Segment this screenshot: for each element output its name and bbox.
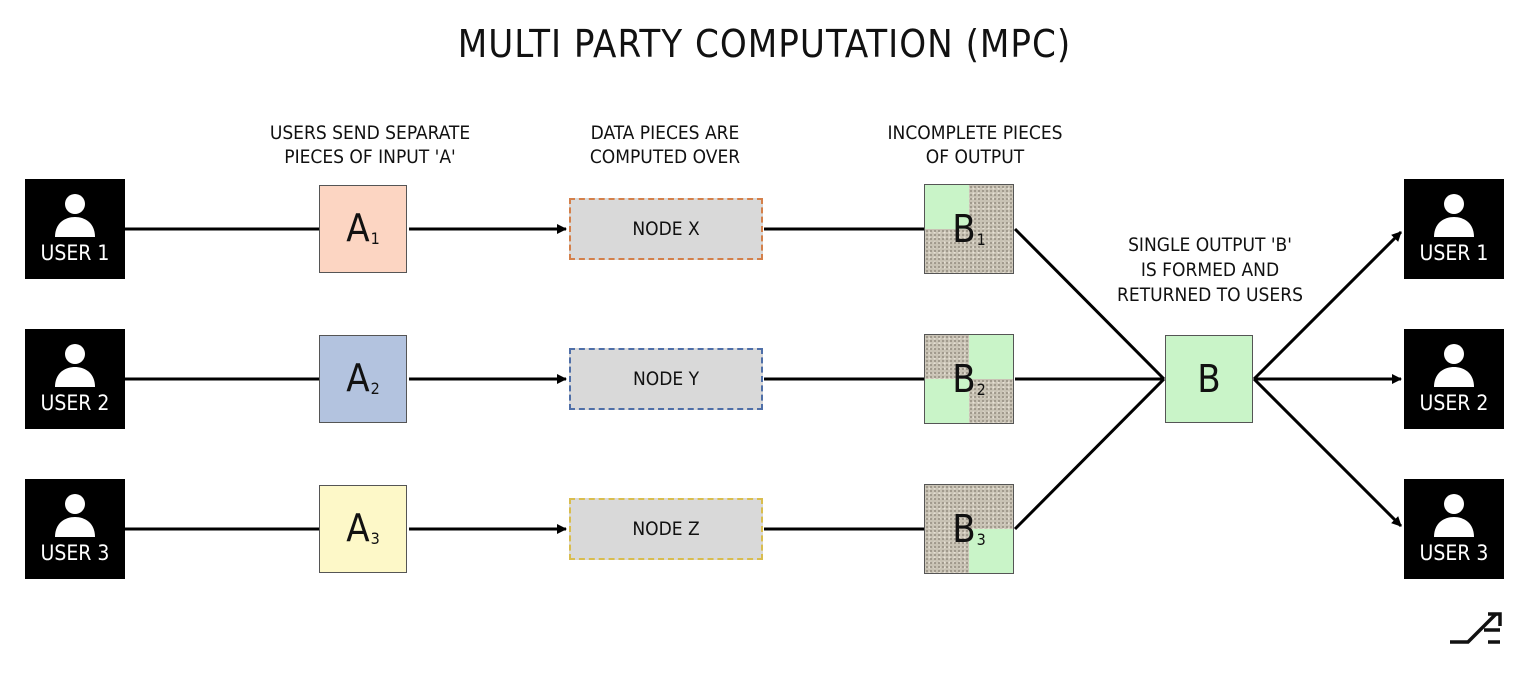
user-icon: [1434, 344, 1474, 387]
input-stage-label: USERS SEND SEPARATE PIECES OF INPUT 'A': [269, 122, 471, 168]
page-title: MULTI PARTY COMPUTATION (MPC): [457, 22, 1072, 66]
sender-user-2: USER 2: [25, 329, 125, 429]
user-icon: [1434, 494, 1474, 537]
user-label: USER 3: [40, 541, 110, 565]
user-icon: [55, 494, 95, 537]
final-output-b: B: [1165, 335, 1253, 423]
partial-output-b2: B2: [924, 334, 1014, 424]
partial-output-b3: B3: [924, 484, 1014, 574]
piece-letter: B: [952, 207, 976, 251]
receiver-user-2: USER 2: [1404, 329, 1504, 429]
user-label: USER 2: [1419, 391, 1489, 415]
input-piece-a2: A2: [319, 335, 407, 423]
piece-index: 3: [370, 529, 380, 548]
arrow-b-user3: [1252, 377, 1403, 528]
piece-index: 2: [370, 379, 380, 398]
piece-index: 1: [370, 229, 380, 248]
piece-index: 3: [976, 530, 986, 549]
partial-output-b1: B1: [924, 184, 1014, 274]
input-piece-a3: A3: [319, 485, 407, 573]
brand-logo-icon: [1450, 612, 1502, 644]
input-piece-a1: A1: [319, 185, 407, 273]
receiver-user-3: USER 3: [1404, 479, 1504, 579]
receiver-user-1: USER 1: [1404, 179, 1504, 279]
user-icon: [55, 344, 95, 387]
user-label: USER 1: [1419, 241, 1489, 265]
piece-index: 1: [976, 230, 986, 249]
piece-letter: A: [346, 506, 370, 550]
sender-user-1: USER 1: [25, 179, 125, 279]
piece-index: 2: [976, 380, 986, 399]
partial-output-label: INCOMPLETE PIECES OF OUTPUT: [887, 122, 1063, 168]
piece-letter: B: [952, 357, 976, 401]
compute-stage-label: DATA PIECES ARE COMPUTED OVER: [589, 122, 741, 168]
piece-letter: A: [346, 356, 370, 400]
user-icon: [1434, 194, 1474, 237]
node-y: NODE Y: [569, 348, 763, 410]
sender-user-3: USER 3: [25, 479, 125, 579]
wire-b1-b: [1013, 227, 1166, 381]
final-output-label: SINGLE OUTPUT 'B' IS FORMED AND RETURNED…: [1117, 234, 1303, 306]
user-label: USER 3: [1419, 541, 1489, 565]
user-label: USER 1: [40, 241, 110, 265]
node-z: NODE Z: [569, 498, 763, 560]
piece-letter: B: [952, 507, 976, 551]
user-icon: [55, 194, 95, 237]
wire-b3-b: [1013, 377, 1166, 531]
arrow-b-user1: [1252, 230, 1403, 381]
node-x: NODE X: [569, 198, 763, 260]
piece-letter: A: [346, 206, 370, 250]
user-label: USER 2: [40, 391, 110, 415]
